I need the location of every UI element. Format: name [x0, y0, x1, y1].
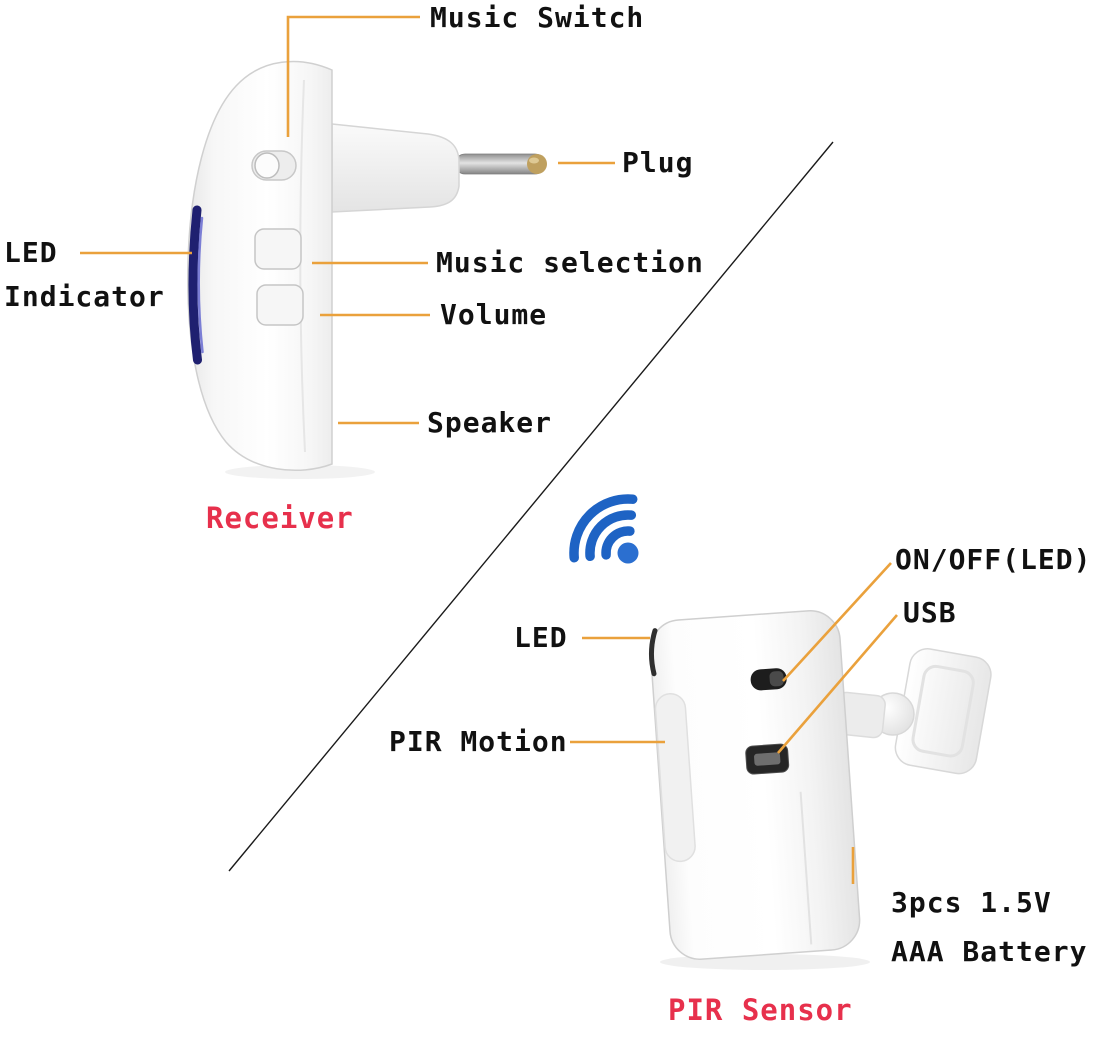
led-indicator-label-line1: LED — [4, 236, 58, 269]
pir-motion-label: PIR Motion — [389, 725, 568, 758]
pir-sensor-section-label: PIR Sensor — [668, 993, 853, 1027]
volume-label: Volume — [440, 298, 548, 331]
receiver-section-label: Receiver — [206, 501, 354, 535]
on-off-led-label: ON/OFF(LED) — [895, 543, 1092, 576]
plug-mount — [331, 123, 460, 213]
receiver-device — [187, 60, 547, 479]
music-switch-control — [251, 150, 297, 181]
pir-sensor-device — [648, 610, 992, 970]
wifi-signal-icon — [569, 494, 639, 564]
receiver-seam — [299, 79, 306, 453]
receiver-shadow — [225, 465, 375, 479]
plug-prong — [454, 153, 547, 175]
music-selection-label: Music selection — [436, 246, 704, 279]
mount-plate — [894, 648, 992, 775]
led-indicator-label-line2: Indicator — [4, 280, 165, 313]
battery-label-line1: 3pcs 1.5V — [891, 886, 1052, 919]
led-indicator-window — [188, 205, 204, 365]
sensor-led-slit — [648, 628, 658, 677]
diagonal-divider-line — [228, 141, 834, 872]
callout-line-on-off — [782, 562, 892, 682]
music-selection-button — [254, 228, 302, 270]
pir-motion-window — [654, 692, 696, 863]
speaker-label: Speaker — [427, 406, 553, 439]
callout-line-usb — [777, 614, 898, 754]
mount-bracket — [834, 648, 992, 775]
power-switch — [750, 668, 787, 691]
usb-label: USB — [903, 596, 957, 629]
plug-label: Plug — [622, 146, 694, 179]
battery-label-line2: AAA Battery — [891, 935, 1088, 968]
battery-door-seam — [799, 791, 813, 945]
music-switch-label: Music Switch — [430, 1, 645, 34]
sensor-body — [649, 610, 861, 960]
callout-lines — [80, 15, 898, 884]
sensor-led-label: LED — [514, 621, 568, 654]
callout-line-music-switch — [286, 15, 420, 137]
volume-button — [256, 284, 304, 326]
